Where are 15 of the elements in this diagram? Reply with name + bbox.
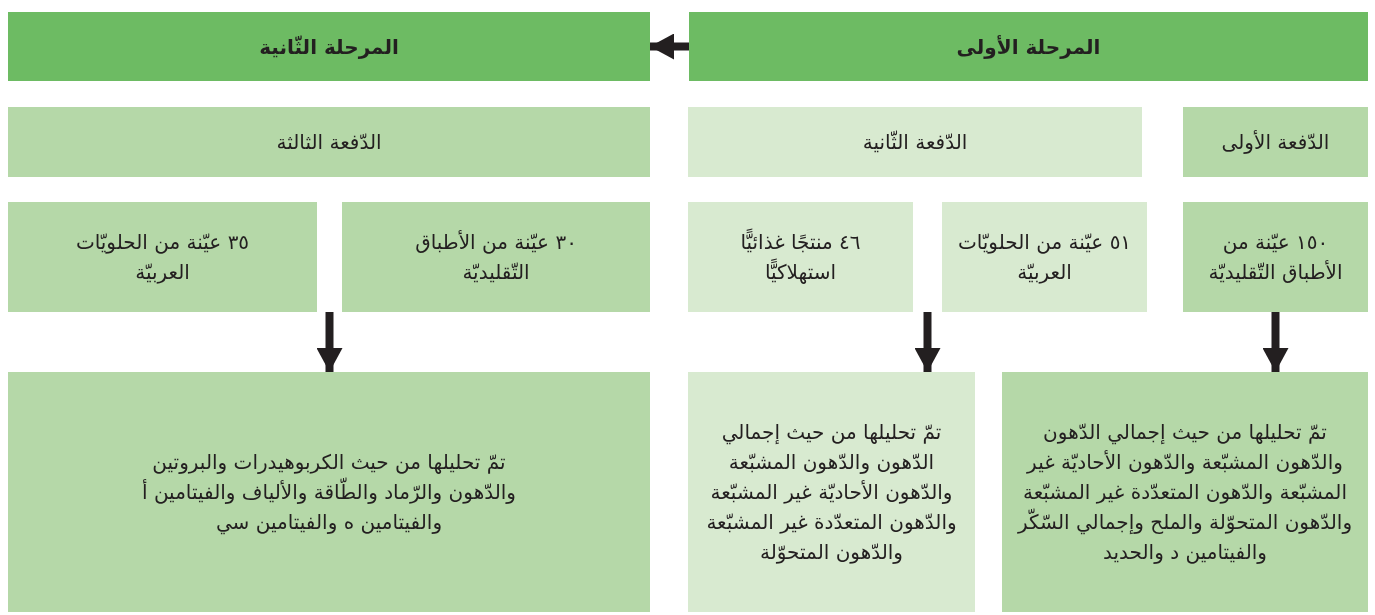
batch-box: الدّفعة الثالثة <box>8 107 650 177</box>
sample-box: ٣٥ عيّنة من الحلويّات العربيّة <box>8 202 317 312</box>
sample-box: ٤٦ منتجًا غذائيًّا استهلاكيًّا <box>688 202 913 312</box>
analysis-box: تمّ تحليلها من حيث الكربوهيدرات والبروتين والدّهون والرّماد والطّاقة والألياف والفيتامين أ والفيتامين ه والفيتامين سي <box>8 372 650 612</box>
sample-box: ٥١ عيّنة من الحلويّات العربيّة <box>942 202 1147 312</box>
analysis-box: تمّ تحليلها من حيث إجمالي الدّهون والدّهون المشبّعة والدّهون الأحاديّة غير المشبّعة والدّهون المتعدّدة غير المشبّعة والدّهون المتحوّلة والملح وإجمالي السّكّر والفيتامين د والحديد <box>1002 372 1368 612</box>
arrow <box>650 33 689 60</box>
phase-header: المرحلة الثّانية <box>8 12 650 81</box>
arrow <box>1262 312 1289 372</box>
batch-box: الدّفعة الثّانية <box>688 107 1142 177</box>
batch-box: الدّفعة الأولى <box>1183 107 1368 177</box>
sample-box: ١٥٠ عيّنة من الأطباق التّقليديّة <box>1183 202 1368 312</box>
sample-box: ٣٠ عيّنة من الأطباق التّقليديّة <box>342 202 650 312</box>
analysis-box: تمّ تحليلها من حيث إجمالي الدّهون والدّهون المشبّعة والدّهون الأحاديّة غير المشبّعة والدّهون المتعدّدة غير المشبّعة والدّهون المتحوّلة <box>688 372 975 612</box>
phase-header: المرحلة الأولى <box>689 12 1368 81</box>
